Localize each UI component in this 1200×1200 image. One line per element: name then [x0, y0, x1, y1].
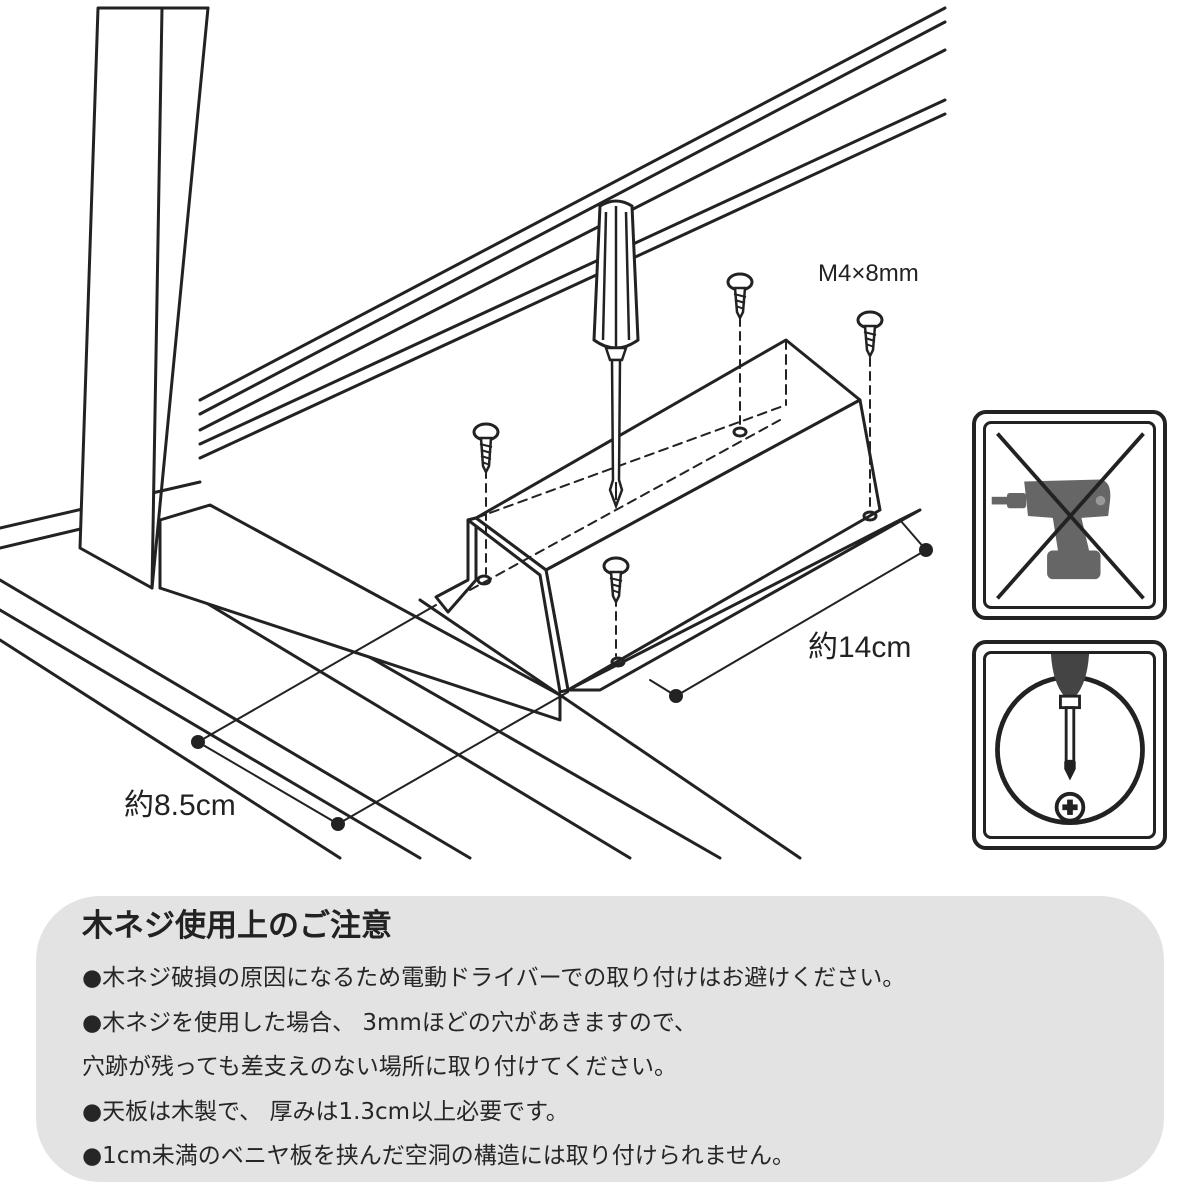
screw-icon — [472, 272, 884, 605]
caution-notice: 木ネジ使用上のご注意 ●木ネジ破損の原因になるため電動ドライバーでの取り付けはお… — [36, 896, 1164, 1182]
bracket-depth-label: 約8.5cm — [124, 789, 236, 822]
dimension-dots — [191, 543, 933, 831]
installation-diagram: M4×8mm 約14cm 約8.5cm — [0, 6, 947, 860]
bracket — [434, 338, 922, 694]
no-power-drill-sign — [972, 410, 1167, 620]
phillips-screwdriver-icon — [1050, 654, 1090, 781]
screwdriver-icon — [592, 199, 640, 510]
notice-line: ●天板は木製で、 厚みは1.3cm以上必要です。 — [82, 1098, 569, 1125]
dimension-lines — [197, 519, 927, 825]
table-leg — [78, 6, 210, 590]
notice-line: ●木ネジ破損の原因になるため電動ドライバーでの取り付けはお避けください。 — [82, 965, 906, 991]
use-screwdriver-sign — [972, 640, 1167, 850]
phillips-head-icon — [1054, 791, 1086, 823]
notice-line: ●木ネジを使用した場合、 3mmほどの穴があきますので、 — [82, 1009, 697, 1036]
prohibited-cross-icon — [996, 432, 1145, 600]
notice-line: 穴跡が残っても差支えのない場所に取り付けてください。 — [82, 1054, 678, 1080]
notice-line: ●1cm未満のベニヤ板を挟んだ空洞の構造には取り付けられません。 — [82, 1143, 796, 1169]
desk-rails — [198, 6, 947, 460]
screw-guides — [485, 317, 871, 657]
table-base — [158, 503, 562, 722]
diagram-drawing — [0, 6, 947, 860]
notice-title: 木ネジ使用上のご注意 — [82, 908, 392, 944]
screw-size-label: M4×8mm — [818, 260, 919, 287]
bracket-length-label: 約14cm — [808, 631, 912, 664]
